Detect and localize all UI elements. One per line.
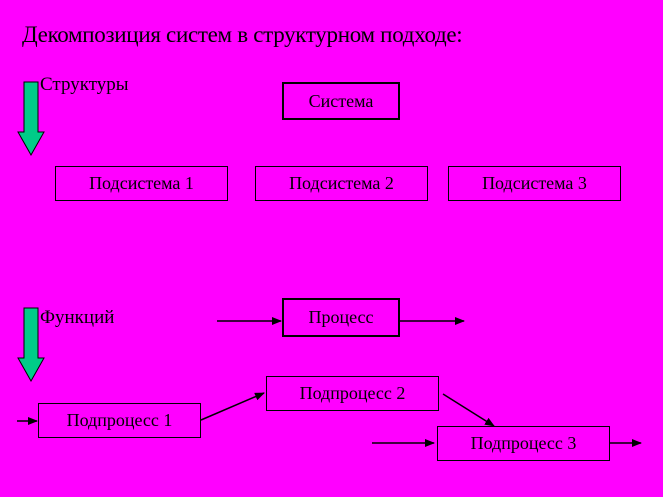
down-arrow-icon — [17, 307, 45, 383]
arrow-subprocess-2-to-3 — [442, 393, 495, 427]
subprocess-3-box: Подпроцесс 3 — [437, 426, 610, 461]
system-box: Система — [282, 82, 400, 120]
arrow-subprocess-1-to-2 — [200, 392, 265, 421]
down-arrow-icon — [17, 81, 45, 157]
functions-label: Функций — [40, 307, 115, 328]
process-box: Процесс — [282, 298, 400, 337]
subsystem-1-box: Подсистема 1 — [55, 166, 228, 201]
subsystem-2-box: Подсистема 2 — [255, 166, 428, 201]
subsystem-3-box: Подсистема 3 — [448, 166, 621, 201]
slide-title: Декомпозиция систем в структурном подход… — [22, 22, 463, 47]
structures-label: Структуры — [40, 74, 129, 95]
subprocess-2-box: Подпроцесс 2 — [266, 376, 439, 411]
subprocess-1-box: Подпроцесс 1 — [38, 403, 201, 438]
